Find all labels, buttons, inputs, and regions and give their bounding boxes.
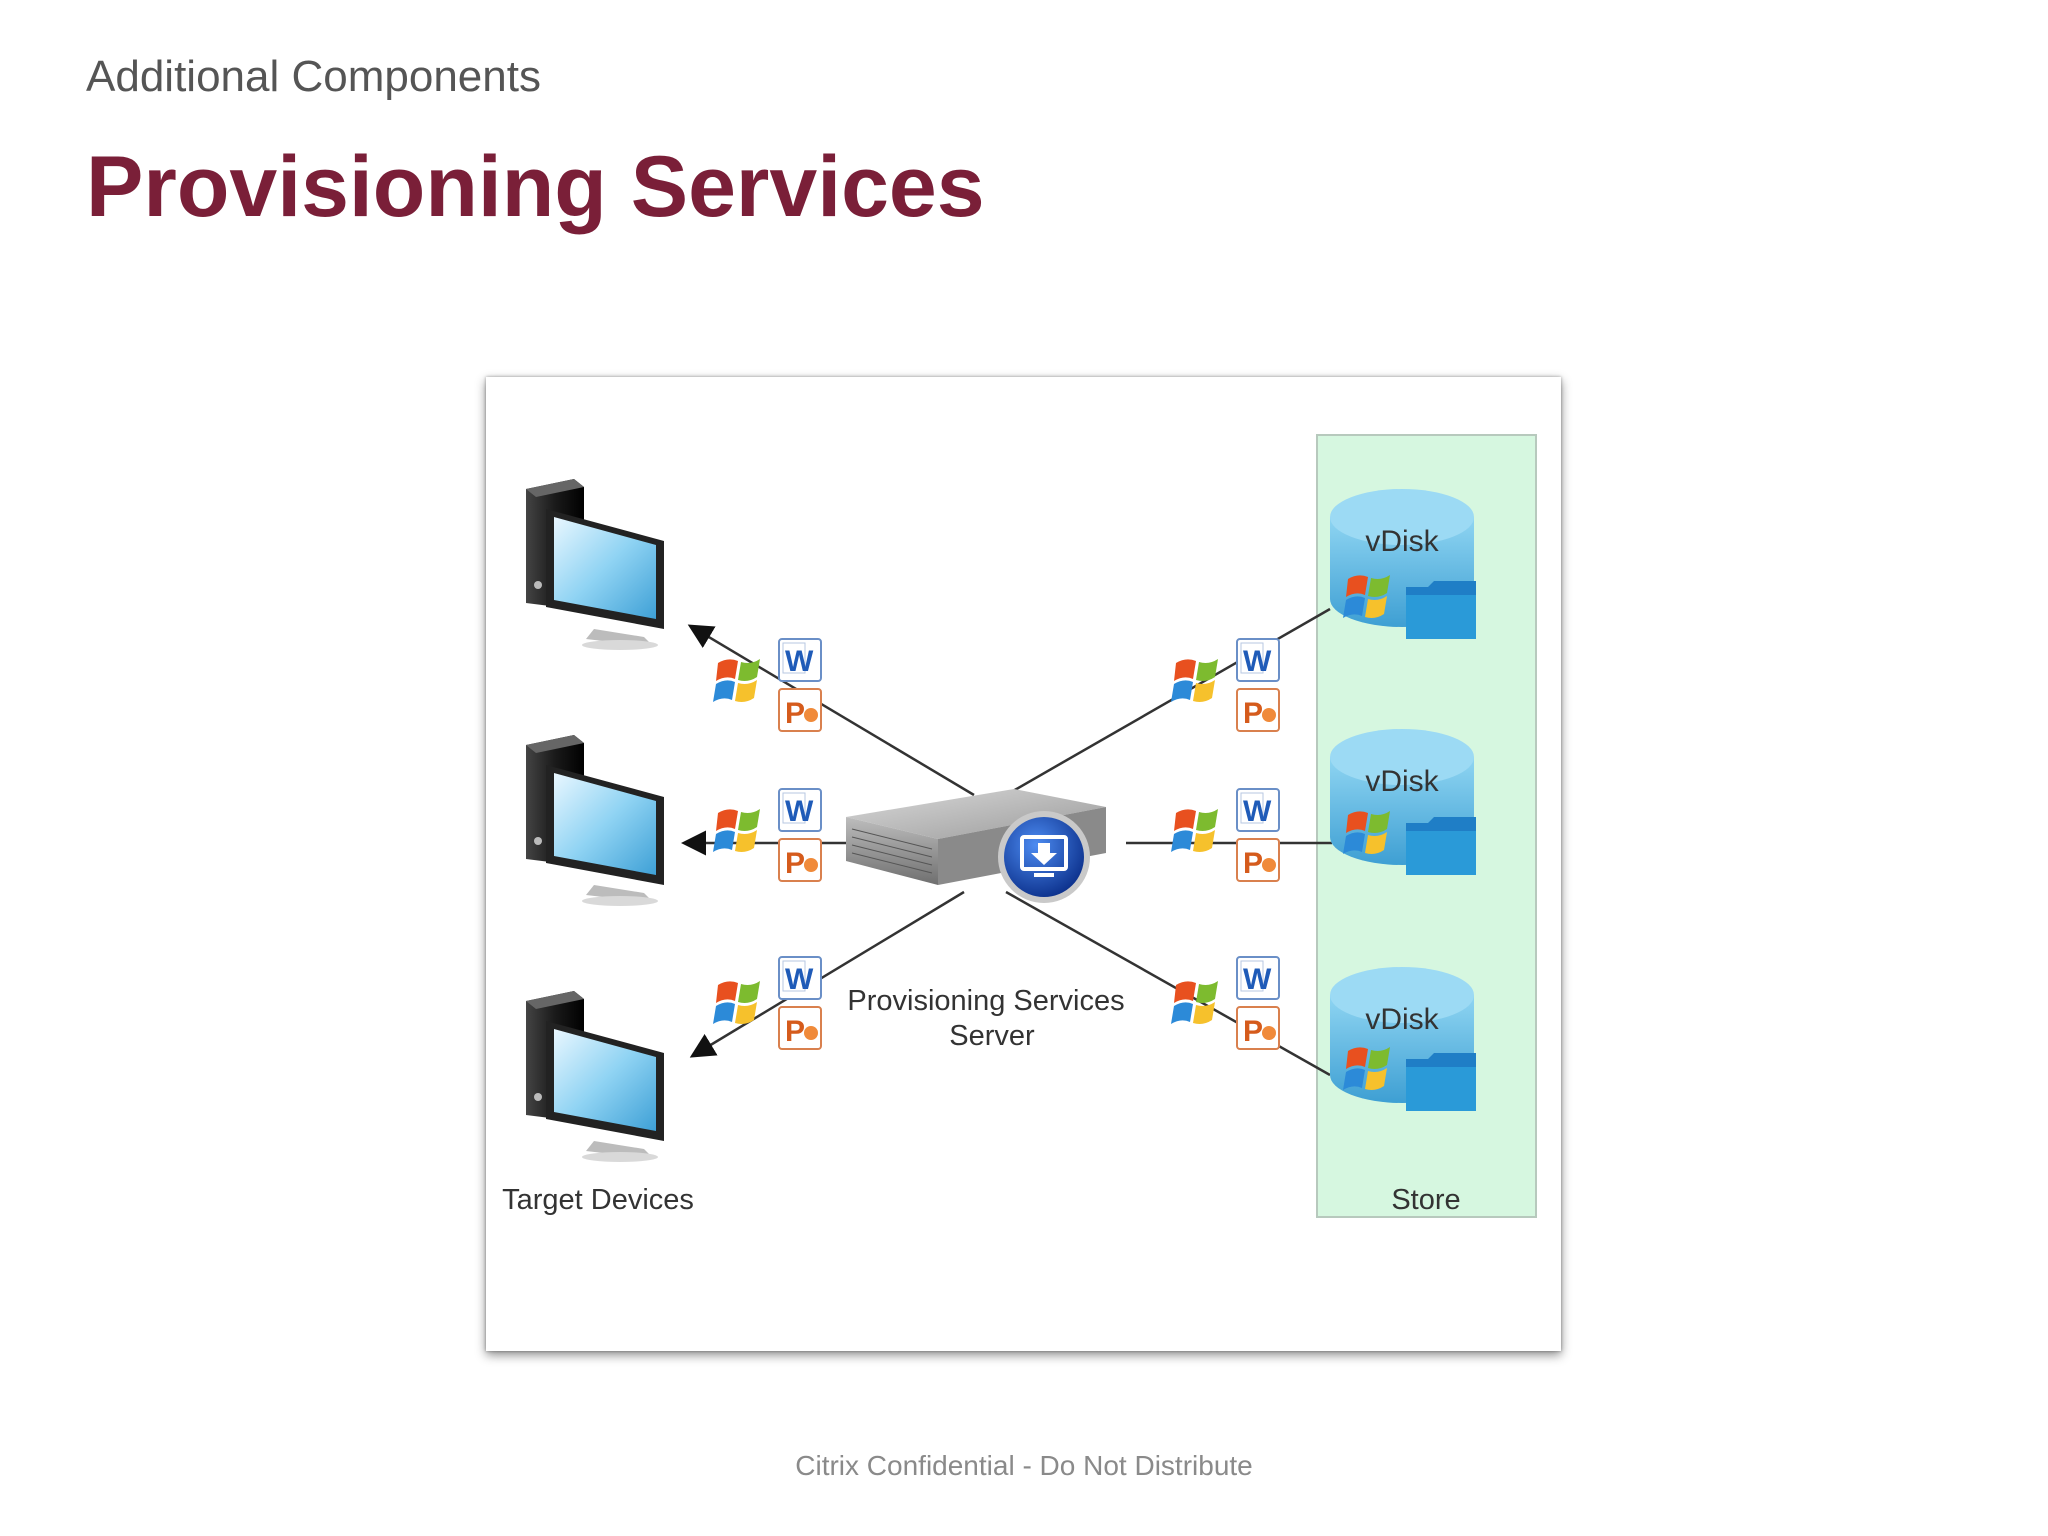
office-apps-icon — [1236, 638, 1280, 732]
office-apps-icon — [1236, 788, 1280, 882]
windows-icon — [713, 659, 760, 702]
windows-icon — [1171, 809, 1218, 852]
office-apps-icon — [778, 956, 822, 1050]
vdisk-label: vDisk — [1365, 525, 1439, 558]
windows-icon — [1171, 981, 1218, 1024]
windows-icon — [713, 981, 760, 1024]
windows-icon — [1171, 659, 1218, 702]
slide-subtitle: Additional Components — [86, 52, 541, 101]
office-apps-icon — [1236, 956, 1280, 1050]
vdisk-label: vDisk — [1365, 1003, 1439, 1036]
store-label: Store — [1391, 1184, 1460, 1216]
vdisk-label: vDisk — [1365, 765, 1439, 798]
server-label-line1: Provisioning Services — [847, 985, 1124, 1017]
vdisk-cylinder — [1330, 967, 1476, 1111]
provisioning-server-icon — [846, 789, 1106, 903]
office-apps-icon — [778, 788, 822, 882]
provisioning-diagram: W P — [486, 377, 1561, 1351]
windows-icon — [713, 809, 760, 852]
vdisk-cylinder — [1330, 729, 1476, 875]
office-apps-icon — [778, 638, 822, 732]
footer-confidential-notice: Citrix Confidential - Do Not Distribute — [795, 1450, 1253, 1481]
vdisk-cylinder — [1330, 489, 1476, 639]
target-device-computer-icon — [526, 991, 664, 1162]
target-device-computer-icon — [526, 479, 664, 650]
server-label-line2: Server — [949, 1020, 1035, 1052]
slide-title: Provisioning Services — [86, 139, 985, 235]
target-devices-label: Target Devices — [502, 1184, 694, 1216]
target-device-computer-icon — [526, 735, 664, 906]
